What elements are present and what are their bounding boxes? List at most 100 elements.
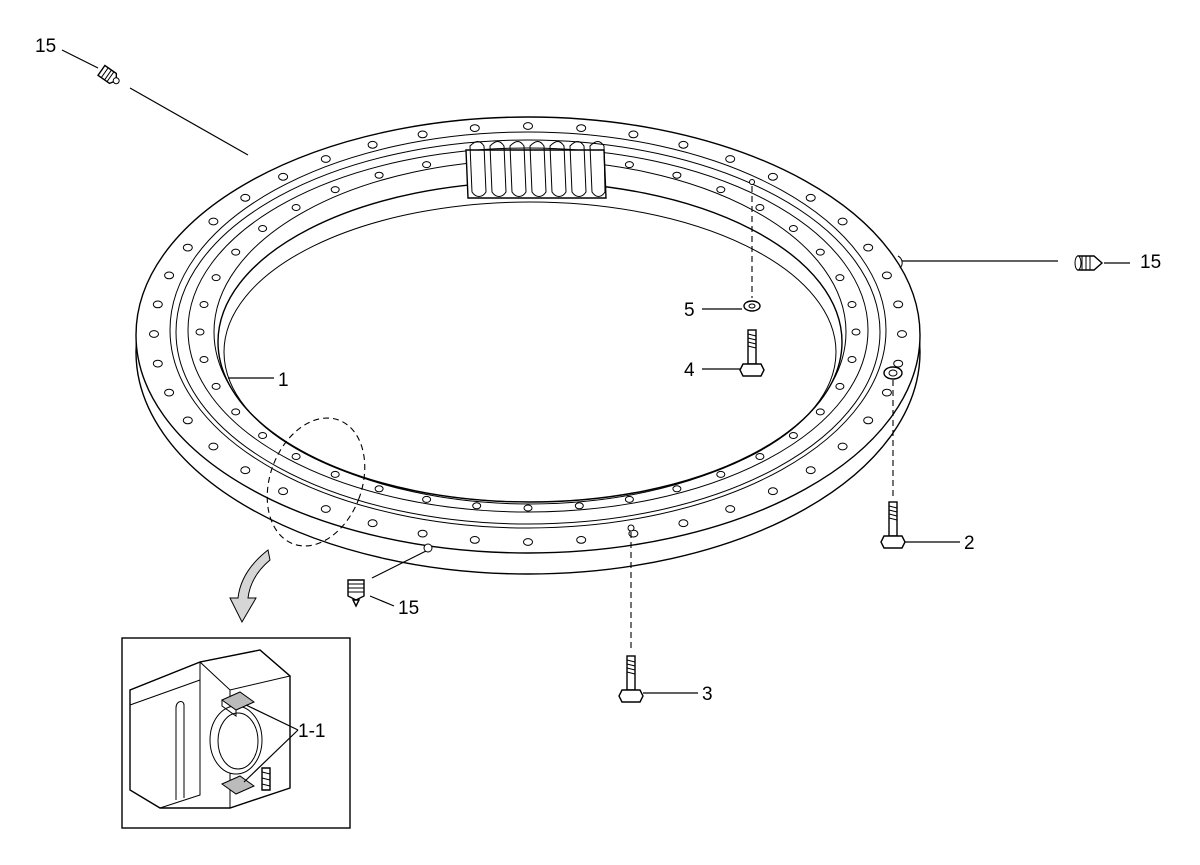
bolt-hole: [291, 453, 301, 460]
bolt-hole: [278, 172, 289, 181]
bolt-hole: [805, 466, 816, 475]
callout-15-bottom: 15: [398, 598, 419, 619]
bolt-hole: [211, 274, 221, 282]
bolt-hole: [863, 416, 874, 425]
bolt-hole: [152, 359, 163, 368]
bolt-hole: [815, 248, 825, 256]
callout-1-1: 1-1: [298, 721, 325, 742]
bolt-hole: [195, 328, 205, 336]
bolt-hole: [320, 155, 331, 163]
bolt-hole: [374, 485, 384, 493]
bolt-hole: [755, 453, 765, 460]
callout-15-right: 15: [1140, 252, 1161, 273]
bolt-hole: [258, 432, 268, 439]
bolt-hole: [716, 470, 726, 478]
grease-nipple-top-left: 15: [35, 36, 249, 156]
bolt-hole: [893, 359, 904, 368]
bolt-hole: [422, 495, 432, 503]
bolt-hole: [374, 171, 384, 179]
grease-nipple-bottom: 15: [347, 543, 433, 619]
bolt-hole: [893, 300, 904, 309]
callout-2: 2: [964, 533, 975, 554]
leader-1: 1: [228, 370, 289, 391]
grease-nipple-right: 15: [897, 252, 1161, 273]
bolt-hole: [422, 161, 432, 169]
bolt-hole: [574, 502, 584, 510]
callout-4: 4: [684, 360, 695, 381]
bolt-assembly-3: 3: [618, 524, 713, 705]
bolt-hole: [208, 442, 219, 451]
callout-5: 5: [684, 300, 695, 321]
bolt-icon: [880, 501, 906, 549]
bolt-hole: [164, 271, 175, 280]
washer-icon: [743, 300, 761, 312]
inner-bolt-holes: [195, 161, 861, 512]
callout-15-top-left: 15: [35, 36, 56, 57]
bolt-hole: [469, 536, 480, 544]
bolt-hole: [672, 485, 682, 493]
bolt-hole: [208, 217, 219, 226]
callout-1: 1: [278, 370, 289, 391]
bolt-hole: [716, 186, 726, 194]
bolt-hole: [847, 301, 857, 308]
grease-nipple-icon: [1074, 255, 1104, 271]
bolt-hole: [837, 217, 848, 226]
bolt-hole: [199, 301, 209, 308]
outer-bolt-holes: [149, 122, 907, 546]
bolt-hole: [881, 271, 892, 280]
detail-view-box: 1-1: [121, 637, 351, 829]
bolt-hole: [755, 204, 765, 211]
bolt-hole: [788, 432, 798, 439]
bolt-hole: [628, 130, 639, 139]
bolt-hole: [291, 204, 301, 211]
washer-bolt-assembly-4-5: 5 4: [684, 179, 765, 381]
bolt-hole: [767, 487, 778, 496]
gear-teeth-section: [465, 141, 607, 199]
bolt-hole: [881, 388, 892, 397]
bolt-hole: [182, 243, 193, 252]
bolt-hole: [330, 186, 340, 194]
bolt-hole: [725, 155, 736, 163]
bolt-hole: [523, 504, 533, 512]
bolt-hole: [240, 193, 251, 202]
bolt-hole: [320, 505, 331, 513]
bolt-hole: [278, 487, 289, 496]
bolt-hole: [576, 124, 587, 133]
bolt-hole: [240, 466, 251, 475]
bolt-hole: [847, 356, 857, 363]
bolt-hole: [367, 140, 378, 149]
bolt-hole: [417, 529, 428, 538]
bolt-hole: [835, 382, 845, 390]
bolt-icon: [739, 329, 765, 377]
detail-marker: [229, 417, 366, 624]
bolt-hole: [678, 140, 689, 149]
bolt-hole: [231, 408, 241, 416]
bolt-hole: [805, 193, 816, 202]
bolt-hole: [164, 388, 175, 397]
bolt-hole: [863, 243, 874, 252]
bolt-hole: [815, 408, 825, 416]
bolt-hole: [851, 328, 861, 336]
bolt-hole: [672, 171, 682, 179]
bolt-hole: [576, 536, 587, 544]
slewing-ring: [135, 116, 921, 575]
bolt-hole: [152, 300, 163, 309]
bolt-hole: [231, 248, 241, 256]
bolt-hole: [678, 519, 689, 528]
bolt-hole: [417, 130, 428, 139]
bolt-hole: [725, 505, 736, 513]
bolt-hole: [624, 161, 634, 169]
bolt-hole: [767, 172, 778, 181]
bolt-hole: [199, 356, 209, 363]
bolt-hole: [211, 382, 221, 390]
bolt-hole: [897, 330, 907, 338]
bolt-hole: [837, 442, 848, 451]
bolt-hole: [788, 225, 798, 232]
bolt-hole: [258, 225, 268, 232]
bolt-hole: [523, 122, 533, 130]
bolt-hole: [367, 519, 378, 528]
bolt-hole: [835, 274, 845, 282]
bolt-hole: [472, 502, 482, 510]
bolt-assembly-2: 2: [880, 366, 975, 554]
